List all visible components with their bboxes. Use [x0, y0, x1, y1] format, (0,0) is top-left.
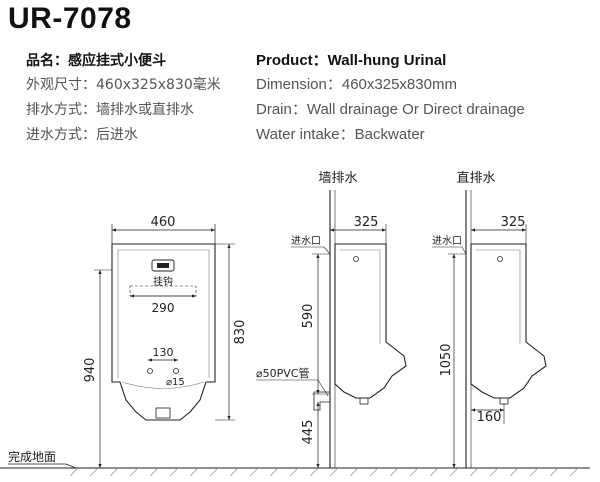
wall-drain-view: 墙排水 325 进水口 590 ⌀50PVC管 445 — [256, 171, 407, 468]
drain-offset-dim: 160 — [477, 410, 502, 425]
model-title: UR-7078 — [8, 2, 132, 35]
front-width-dim: 460 — [151, 215, 176, 230]
spec-intake-zh: 进水方式：后进水 — [26, 127, 138, 143]
spec-drain-zh: 排水方式：墙排水或直排水 — [26, 102, 194, 118]
spec-product-en: Product：Wall-hung Urinal — [256, 52, 447, 69]
floor-label: 完成地面 — [8, 449, 56, 464]
spec-name-zh: 品名：感应挂式小便斗 — [26, 53, 166, 69]
spec-dimension-zh: 外观尺寸：460x325x830毫米 — [26, 77, 221, 93]
wall-drain-title: 墙排水 — [318, 171, 357, 186]
direct-drain-view: 直排水 325 进水口 1050 160 — [432, 171, 547, 468]
spec-dimension-en: Dimension：460x325x830mm — [256, 76, 457, 93]
drain-diameter-label: ⌀15 — [166, 377, 185, 388]
pvc-pipe-label: ⌀50PVC管 — [256, 366, 309, 380]
install-height-dim: 940 — [83, 358, 98, 383]
front-view: 460 挂钩 290 130 ⌀15 830 940 — [83, 215, 248, 468]
inlet-height-dim: 1050 — [439, 343, 454, 376]
wall-inlet-label: 进水口 — [291, 235, 321, 247]
drain-height-dim: 445 — [301, 420, 316, 445]
direct-depth-dim: 325 — [501, 215, 526, 230]
spec-intake-en: Water intake：Backwater — [256, 126, 425, 143]
hook-spacing-dim: 290 — [152, 301, 175, 315]
hook-label: 挂钩 — [153, 275, 173, 288]
front-height-dim: 830 — [233, 320, 248, 345]
drain-spacing-dim: 130 — [153, 346, 174, 359]
wall-depth-dim: 325 — [354, 215, 379, 230]
direct-inlet-label: 进水口 — [432, 235, 462, 247]
direct-drain-title: 直排水 — [456, 171, 495, 186]
finished-floor: 完成地面 — [0, 449, 590, 477]
inlet-to-drain-dim: 590 — [301, 304, 316, 329]
spec-drain-en: Drain：Wall drainage Or Direct drainage — [256, 101, 525, 118]
